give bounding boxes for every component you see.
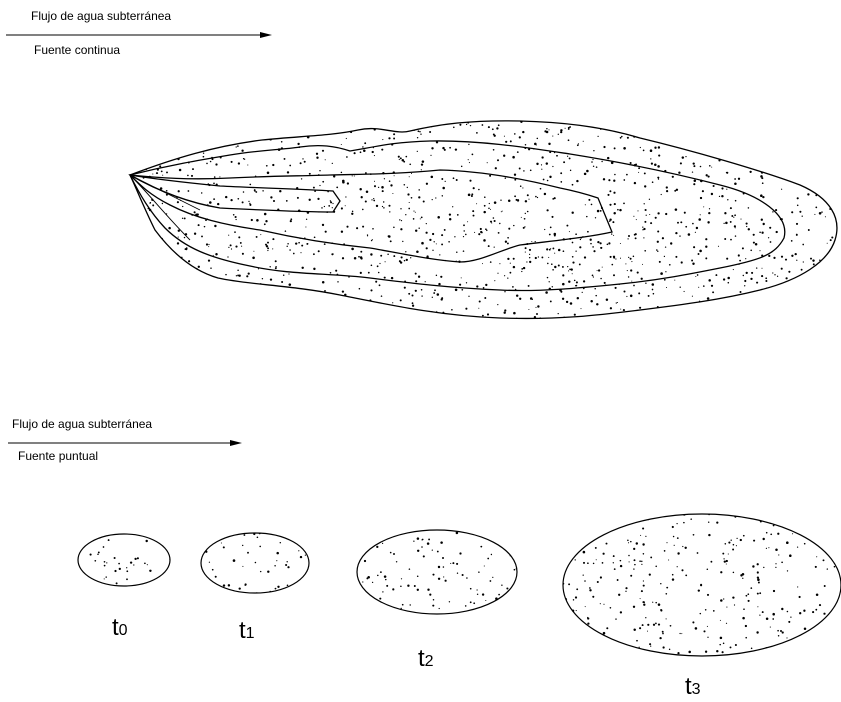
plume-middle-zone bbox=[130, 141, 785, 291]
plume-ellipse-t0 bbox=[78, 534, 170, 586]
continuous-flow-arrow bbox=[6, 32, 272, 38]
plume-outer-stipple bbox=[124, 114, 841, 326]
plume-core-zone bbox=[130, 175, 340, 212]
point-flow-arrow bbox=[8, 440, 242, 446]
